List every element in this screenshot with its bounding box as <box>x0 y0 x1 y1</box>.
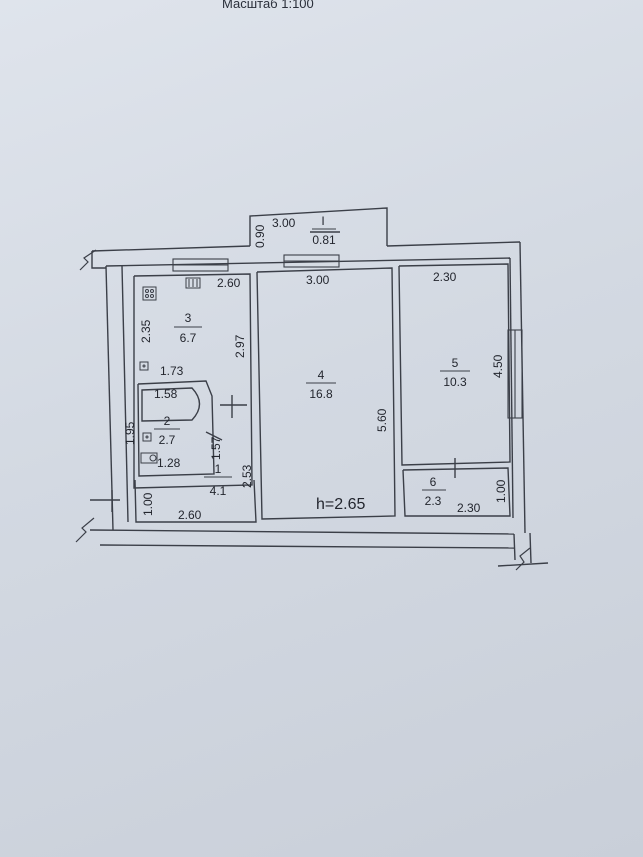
room-4-area: 16.8 <box>309 387 333 401</box>
room-2-area: 2.7 <box>159 433 176 447</box>
dim-bath-depth: 1.57 <box>209 436 223 460</box>
room-4-number: 4 <box>318 368 325 382</box>
room-1-area: 4.1 <box>210 484 227 498</box>
room-labels: I 0.81 3 6.7 2 2.7 1 4.1 4 16.8 5 10.3 6… <box>154 214 470 508</box>
room-2-number: 2 <box>164 414 171 428</box>
dim-closet-height: 1.00 <box>494 479 508 503</box>
dim-hall-width: 3.00 <box>306 273 330 287</box>
stove-icon <box>142 286 157 301</box>
dim-kitchen-width: 2.60 <box>217 276 241 290</box>
dim-bedroom-height: 4.50 <box>491 354 505 378</box>
room-5-area: 10.3 <box>443 375 467 389</box>
balcony-area: 0.81 <box>312 233 336 247</box>
radiator-icon <box>185 277 201 289</box>
ceiling-height: h=2.65 <box>316 496 365 513</box>
dim-corridor-width: 2.60 <box>178 508 202 522</box>
dim-bath-width: 1.58 <box>154 387 178 401</box>
dim-kitchen-height: 2.35 <box>139 319 153 343</box>
dim-wc-width: 1.28 <box>157 456 181 470</box>
scale-title: Масштаб 1:100 <box>222 0 314 11</box>
dim-closet-width: 2.30 <box>457 501 481 515</box>
balcony <box>249 207 388 246</box>
balcony-width: 3.00 <box>272 216 296 230</box>
dim-hall-left: 1.00 <box>141 492 155 516</box>
room-1-number: 1 <box>215 462 222 476</box>
room-3-area: 6.7 <box>180 331 197 345</box>
room-walls <box>90 263 511 523</box>
sink-icon <box>139 361 152 442</box>
balcony-number: I <box>321 214 324 228</box>
dim-living-height: 5.60 <box>375 408 389 432</box>
dim-kitchen-right: 2.97 <box>233 334 247 358</box>
room-5-number: 5 <box>452 356 459 370</box>
room-6-area: 2.3 <box>425 494 442 508</box>
balcony-depth: 0.90 <box>253 224 267 248</box>
dim-hall-height: 2.53 <box>240 464 254 488</box>
dimension-labels: 3.00 2.60 3.00 2.30 1.73 1.58 1.28 2.60 … <box>123 216 508 522</box>
room-3-number: 3 <box>185 311 192 325</box>
dim-kitchen-bottom: 1.73 <box>160 364 184 378</box>
windows <box>172 254 523 419</box>
break-marks <box>75 249 531 571</box>
dim-bedroom-width: 2.30 <box>433 270 457 284</box>
dim-left-wall: 1.95 <box>123 421 137 445</box>
room-6-number: 6 <box>430 475 437 489</box>
toilet-icon <box>140 452 158 464</box>
